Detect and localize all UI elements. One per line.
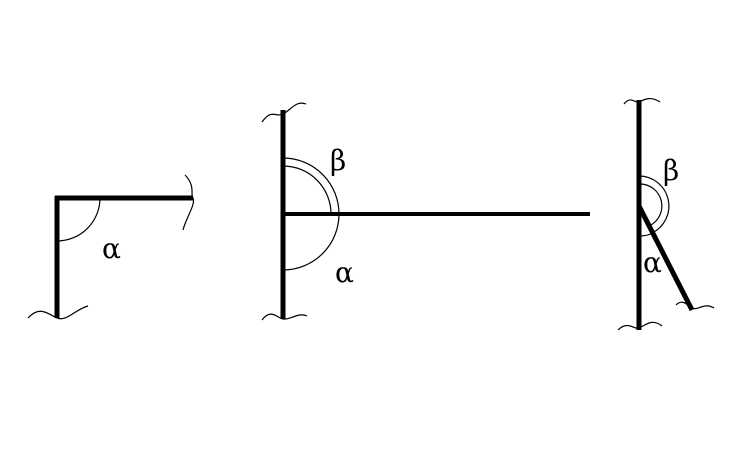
angle-arc-alpha (282, 213, 340, 271)
angle-label-beta: β (663, 154, 679, 187)
break-mark-bottom (617, 321, 663, 331)
angle-label-alpha: α (102, 232, 121, 265)
angle-label-alpha: α (335, 256, 354, 289)
angle-label-beta: β (330, 144, 346, 177)
angle-arc-beta-inner (638, 183, 663, 227)
break-mark-bottom (27, 305, 89, 320)
figure-corner: α (27, 174, 195, 320)
break-mark-top (623, 97, 661, 105)
figure-inclined: β α (617, 97, 715, 331)
angle-arc-alpha (638, 232, 654, 237)
inclined-member (636, 204, 695, 312)
break-mark-bottom (261, 313, 308, 321)
angle-label-alpha: α (643, 246, 662, 279)
break-mark-member (675, 301, 715, 310)
break-mark-top (261, 102, 307, 123)
angle-arc-alpha (56, 197, 101, 242)
angle-arc-beta-inner (282, 165, 332, 215)
break-mark-right (182, 174, 195, 231)
angle-arc-beta-outer (638, 175, 670, 234)
figure-perpendicular: β α (261, 102, 590, 321)
angle-arc-beta-outer (282, 157, 340, 215)
